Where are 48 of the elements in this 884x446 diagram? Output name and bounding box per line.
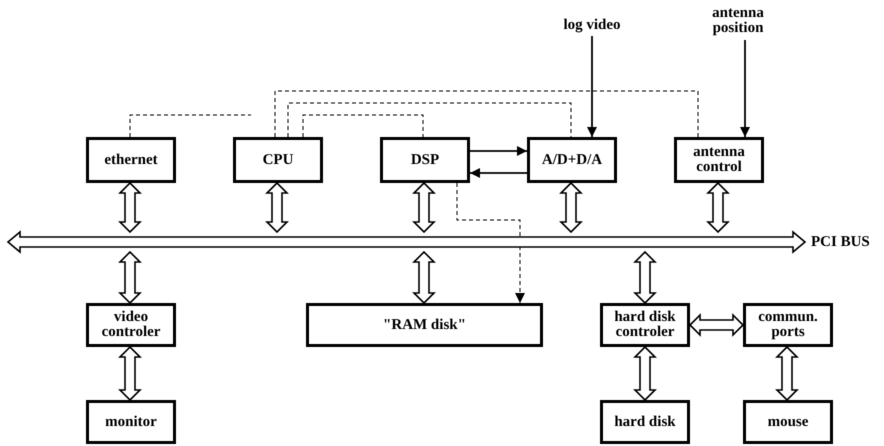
dashed-line bbox=[288, 102, 572, 138]
double-arrow bbox=[559, 182, 583, 234]
block-box bbox=[233, 137, 323, 183]
node-label: log video bbox=[563, 18, 621, 33]
block-box bbox=[600, 400, 690, 444]
double-arrow bbox=[265, 182, 289, 234]
double-arrow bbox=[118, 250, 142, 304]
double-arrow bbox=[633, 346, 657, 402]
block-box bbox=[527, 137, 617, 183]
block-box bbox=[86, 400, 176, 444]
arrow bbox=[740, 40, 750, 137]
block-box bbox=[380, 137, 470, 183]
block-box bbox=[86, 303, 176, 347]
arrow bbox=[470, 146, 527, 156]
arrow bbox=[587, 36, 597, 137]
double-arrow bbox=[775, 346, 799, 402]
block-box bbox=[86, 137, 176, 183]
node-label: DSP bbox=[410, 152, 440, 168]
double-arrow bbox=[688, 313, 744, 337]
node-label: monitor bbox=[105, 414, 157, 430]
block-box bbox=[600, 303, 690, 347]
node-label: video controler bbox=[100, 310, 162, 340]
double-arrow bbox=[118, 346, 142, 402]
bus-label: PCI BUS bbox=[811, 234, 870, 250]
block-box bbox=[674, 137, 764, 183]
block-box bbox=[743, 303, 833, 347]
dashed-line bbox=[302, 114, 424, 138]
double-arrow bbox=[633, 250, 657, 304]
double-arrow bbox=[706, 182, 730, 234]
node-label: A/D+D/A bbox=[542, 152, 602, 168]
block-box bbox=[743, 400, 833, 444]
dashed-line bbox=[456, 182, 525, 304]
block-box bbox=[306, 303, 543, 347]
node-label: mouse bbox=[768, 414, 808, 430]
arrow bbox=[470, 168, 527, 178]
node-label: antenna position bbox=[711, 6, 765, 36]
double-arrow bbox=[412, 250, 436, 304]
node-label: hard disk controler bbox=[613, 310, 677, 340]
node-label: hard disk bbox=[614, 414, 676, 430]
node-label: commun. ports bbox=[757, 310, 819, 340]
double-arrow bbox=[118, 182, 142, 234]
dashed-line bbox=[274, 90, 698, 138]
double-arrow bbox=[412, 182, 436, 234]
node-label: "RAM disk" bbox=[383, 318, 466, 332]
node-label: antenna control bbox=[692, 145, 746, 175]
node-label: CPU bbox=[262, 152, 294, 168]
node-label: ethernet bbox=[104, 152, 158, 168]
dashed-line bbox=[130, 114, 252, 138]
